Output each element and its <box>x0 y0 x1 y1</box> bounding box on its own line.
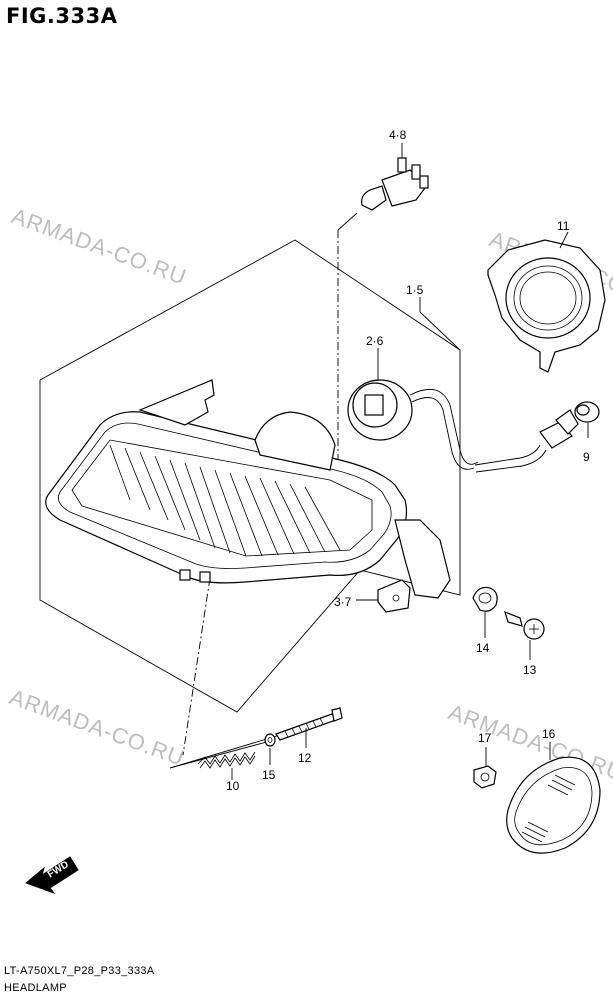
leader-15a-diag <box>419 311 461 351</box>
reflector <box>506 756 601 854</box>
watermark-bottom-left: ARMADA-CO.RU <box>6 684 188 771</box>
headlamp-housing <box>45 379 451 599</box>
callout-9: 9 <box>583 450 590 464</box>
fwd-arrow: FWD <box>25 856 79 895</box>
callout-16: 16 <box>542 727 556 741</box>
assembly-outline <box>39 239 461 713</box>
trim-ring <box>487 239 606 373</box>
footer-code: LT-A750XL7_P28_P33_333A <box>4 965 155 977</box>
washer <box>264 733 276 747</box>
adjusting-screw <box>275 707 343 741</box>
watermark-top-left: ARMADA-CO.RU <box>8 203 190 290</box>
callout-11: 11 <box>557 219 570 233</box>
figure-title: FIG.333A <box>6 4 118 28</box>
bulb <box>361 157 429 211</box>
leader-11 <box>559 231 569 249</box>
mount-screw <box>504 610 545 640</box>
callout-12: 12 <box>298 751 312 765</box>
collar-nut <box>472 586 498 612</box>
callout-2-6: 2·6 <box>366 334 384 348</box>
small-nut <box>473 765 497 789</box>
callout-3-7: 3·7 <box>334 595 352 609</box>
harness-connector <box>474 409 579 473</box>
callout-13: 13 <box>523 663 537 677</box>
callout-4-8: 4·8 <box>389 128 407 142</box>
bulb-leader <box>337 212 358 231</box>
callout-1-5: 1·5 <box>406 283 424 297</box>
callout-14: 14 <box>476 641 490 655</box>
leader-15 <box>169 739 275 769</box>
callout-17: 17 <box>478 731 492 745</box>
footer-name: HEADLAMP <box>4 982 67 994</box>
adjuster-spring <box>197 751 256 769</box>
hook-bracket <box>377 579 411 613</box>
socket-cover <box>347 379 479 470</box>
grommet <box>574 401 600 423</box>
screw-axis-line <box>182 577 211 756</box>
callout-10: 10 <box>226 779 240 793</box>
callout-15: 15 <box>262 768 276 782</box>
